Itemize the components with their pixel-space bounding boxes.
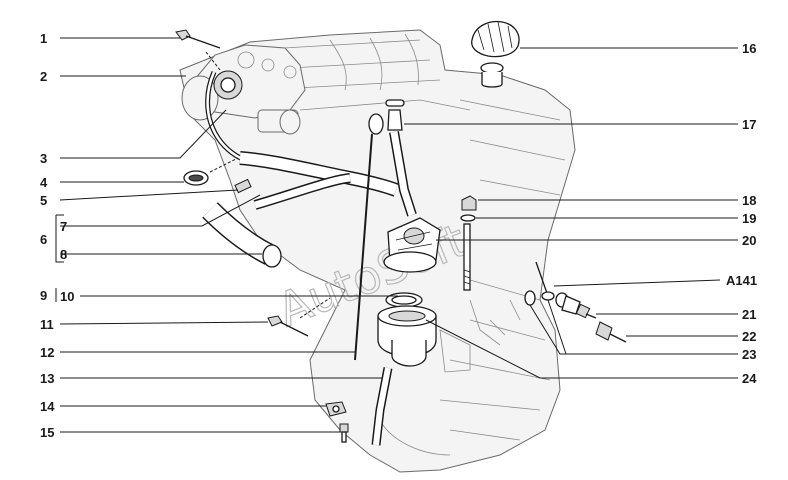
callout-9: 9 [40,288,47,303]
part-21-oil-pressure-sensor [524,290,597,319]
callout-18: 18 [742,193,756,208]
callout-20: 20 [742,233,756,248]
part-11-clip [267,297,331,337]
part-14-bracket [325,401,347,417]
part-2-breather-hose [205,71,247,163]
part-18-nut [461,195,477,211]
part-22-sensor-plug [595,321,627,343]
callout-7: 7 [60,219,67,234]
part-stud [463,223,471,291]
part-10-oil-filter-ring [385,292,423,308]
part-6-breather-pipe [202,151,399,268]
callout-19: 19 [742,211,756,226]
part-19-washer [460,214,476,222]
callout-2: 2 [40,69,47,84]
leader-lines [55,37,738,433]
engine-block [179,29,576,473]
callout-14: 14 [40,399,55,414]
callout-17: 17 [742,117,756,132]
part-5-bolt [234,178,252,194]
callout-16: 16 [742,41,756,56]
callout-10: 10 [60,289,74,304]
callout-22: 22 [742,329,756,344]
part-16-oil-filler-cap [471,20,520,88]
callout-8: 8 [60,247,67,262]
callout-5: 5 [40,193,47,208]
callout-A141: A141 [726,273,757,288]
callout-23: 23 [742,347,756,362]
callout-4: 4 [40,175,48,190]
callout-21: 21 [742,307,756,322]
callout-24: 24 [742,371,757,386]
callouts-right: 16 17 18 19 20 A141 21 22 23 24 [726,41,757,386]
callout-15: 15 [40,425,54,440]
callout-6: 6 [40,232,47,247]
callout-12: 12 [40,345,54,360]
part-17-dipstick-tube [385,99,417,217]
callouts-left: 1 2 3 4 5 6 7 8 9 10 11 12 13 14 15 [40,31,74,440]
part-12-dipstick [354,113,384,361]
part-13-oil-pickup-tube [371,367,393,446]
part-9-oil-filter [377,305,437,367]
part-20-oil-pump [383,217,441,273]
part-1-clip [175,29,221,71]
callout-1: 1 [40,31,47,46]
callout-3: 3 [40,151,47,166]
callout-11: 11 [40,317,54,332]
part-15-bolt [339,423,349,443]
part-4-hose-clamp [183,157,239,186]
callout-13: 13 [40,371,54,386]
